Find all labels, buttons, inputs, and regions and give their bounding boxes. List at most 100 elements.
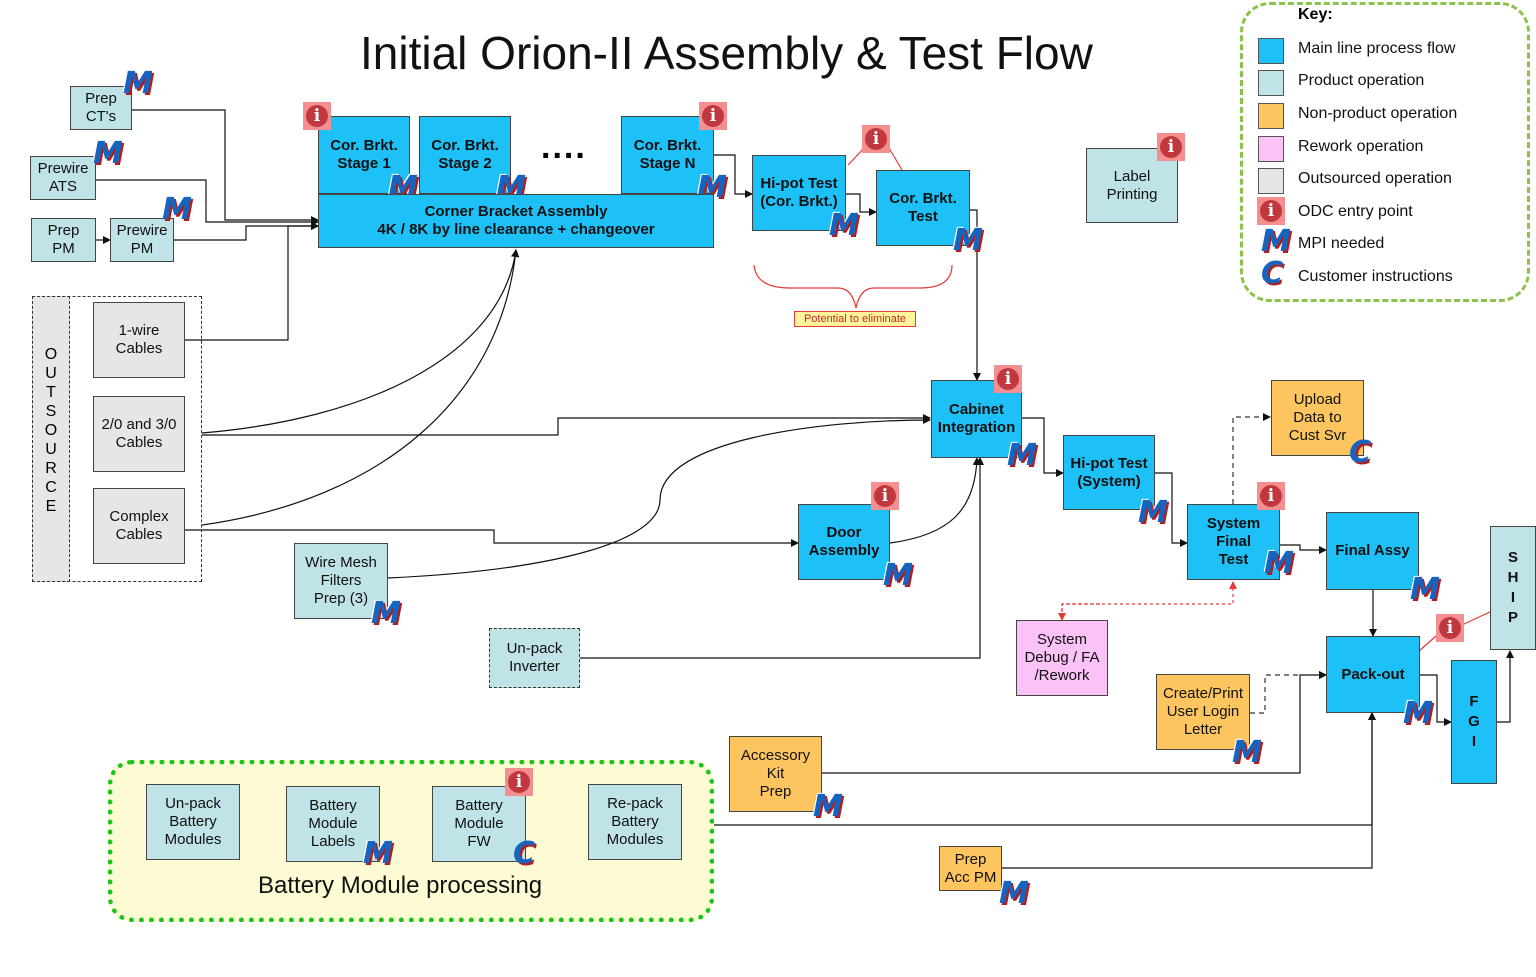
mpi-icon: M	[1264, 546, 1294, 581]
node-two-three-cables[interactable]: 2/0 and 3/0 Cables	[93, 396, 185, 472]
key-swatch-main	[1258, 38, 1284, 64]
node-system-debug[interactable]: System Debug / FA /Rework	[1016, 620, 1108, 696]
odc-icon: i	[1436, 614, 1464, 642]
connector-prewire-ats	[96, 179, 319, 226]
connector-packout-fgi	[1420, 674, 1452, 726]
mpi-icon: M	[93, 136, 123, 171]
mpi-icon: M	[1007, 438, 1037, 473]
odc-icon: i	[505, 768, 533, 796]
node-cor-stagen[interactable]: Cor. Brkt. Stage N	[621, 116, 714, 194]
mpi-icon: M	[1138, 495, 1168, 530]
connector-prep-cts	[132, 109, 319, 224]
node-cabinet-integration[interactable]: Cabinet Integration	[931, 380, 1022, 458]
connector-one-wire	[185, 222, 319, 341]
customer-instructions-icon: C	[513, 836, 536, 871]
outsource-frame	[32, 296, 202, 582]
node-final-assy[interactable]: Final Assy	[1326, 512, 1419, 590]
key-label-mpi: MPI needed	[1298, 235, 1385, 252]
mpi-icon: M	[813, 789, 843, 824]
node-door-assembly[interactable]: Door Assembly	[798, 504, 890, 580]
connector-complex-door	[185, 529, 799, 547]
connector-fgi-ship	[1497, 650, 1514, 723]
connector-prewire-pm	[174, 222, 319, 241]
connector-two-three-curve	[201, 249, 519, 434]
node-wire-mesh-filters[interactable]: Wire Mesh Filters Prep (3)	[294, 543, 388, 619]
ellipsis: ....	[541, 128, 587, 166]
node-cor-stage2[interactable]: Cor. Brkt. Stage 2	[419, 116, 511, 194]
node-battery-labels[interactable]: Battery Module Labels	[286, 786, 380, 862]
node-accessory-kit[interactable]: Accessory Kit Prep	[729, 736, 822, 812]
mpi-icon: M	[1261, 224, 1291, 259]
mpi-icon: M	[1403, 696, 1433, 731]
key-label-nonproduct: Non-product operation	[1298, 105, 1458, 122]
odc-icon: i	[994, 365, 1022, 393]
node-unpack-inverter[interactable]: Un-pack Inverter	[489, 628, 580, 688]
node-prep-cts[interactable]: Prep CT's	[70, 86, 132, 130]
node-pack-out[interactable]: Pack-out	[1326, 636, 1420, 713]
mpi-icon: M	[953, 223, 983, 258]
node-upload-data[interactable]: Upload Data to Cust Svr	[1271, 380, 1364, 456]
mpi-icon: M	[829, 208, 859, 243]
key-swatch-outsourced	[1258, 168, 1284, 194]
key-label-odc: ODC entry point	[1298, 203, 1413, 220]
node-cor-test[interactable]: Cor. Brkt. Test	[876, 170, 970, 246]
connector-cabinet-hipot	[1022, 417, 1064, 477]
odc-icon: i	[699, 102, 727, 130]
key-label-product: Product operation	[1298, 72, 1425, 89]
node-one-wire-cables[interactable]: 1-wire Cables	[93, 302, 185, 378]
mpi-icon: M	[363, 836, 393, 871]
mpi-icon: M	[162, 192, 192, 227]
node-unpack-battery[interactable]: Un-pack Battery Modules	[146, 784, 240, 860]
odc-icon: i	[871, 482, 899, 510]
odc-link-ship-2	[1461, 610, 1493, 626]
connector-two-three-cabinet	[202, 414, 931, 436]
node-complex-cables[interactable]: Complex Cables	[93, 488, 185, 564]
connector-debug-red-down	[1058, 603, 1100, 621]
key-label-outsourced: Outsourced operation	[1298, 170, 1452, 187]
odc-icon: i	[1257, 482, 1285, 510]
key-legend	[1240, 2, 1530, 302]
node-prewire-pm[interactable]: Prewire PM	[110, 218, 174, 262]
node-repack-battery[interactable]: Re-pack Battery Modules	[588, 784, 682, 860]
customer-instructions-icon: C	[1349, 435, 1372, 470]
potential-to-eliminate-note: Potential to eliminate	[794, 311, 916, 327]
node-cor-stage1[interactable]: Cor. Brkt. Stage 1	[318, 116, 410, 194]
connector-system-upload	[1232, 413, 1271, 504]
odc-icon: i	[1157, 133, 1185, 161]
odc-icon: i	[1257, 197, 1285, 225]
potential-brace	[753, 264, 953, 309]
mpi-icon: M	[999, 876, 1029, 911]
connector-prepacc-packout	[1002, 712, 1376, 869]
node-prep-acc-pm[interactable]: Prep Acc PM	[939, 846, 1002, 891]
connector-debug-red	[1061, 581, 1237, 618]
odc-icon: i	[303, 102, 331, 130]
connector-complex-curve	[201, 249, 520, 526]
battery-group-label: Battery Module processing	[258, 872, 543, 899]
mpi-icon: M	[1232, 735, 1262, 770]
key-label-rework: Rework operation	[1298, 138, 1424, 155]
key-title: Key:	[1298, 6, 1333, 23]
node-hipot-system[interactable]: Hi-pot Test (System)	[1063, 435, 1155, 510]
node-prep-pm[interactable]: Prep PM	[31, 218, 96, 262]
connector-system-finalassy	[1280, 544, 1327, 554]
connector-door-cabinet	[889, 457, 981, 544]
node-prewire-ats[interactable]: Prewire ATS	[30, 156, 96, 200]
node-system-final-test[interactable]: System Final Test	[1187, 504, 1280, 580]
node-corner-assembly[interactable]: Corner Bracket Assembly 4K / 8K by line …	[318, 194, 714, 248]
connector-cortest-cabinet	[970, 209, 981, 381]
mpi-icon: M	[371, 596, 401, 631]
odc-link-hipot	[847, 147, 865, 166]
odc-icon: i	[862, 125, 890, 153]
node-create-print-letter[interactable]: Create/Print User Login Letter	[1156, 674, 1250, 750]
node-hipot-cor[interactable]: Hi-pot Test (Cor. Brkt.)	[752, 155, 846, 231]
node-battery-fw[interactable]: Battery Module FW	[432, 786, 526, 862]
key-swatch-product	[1258, 70, 1284, 96]
page-title: Initial Orion-II Assembly & Test Flow	[360, 27, 1093, 79]
connector-hipot-system	[1155, 472, 1188, 547]
